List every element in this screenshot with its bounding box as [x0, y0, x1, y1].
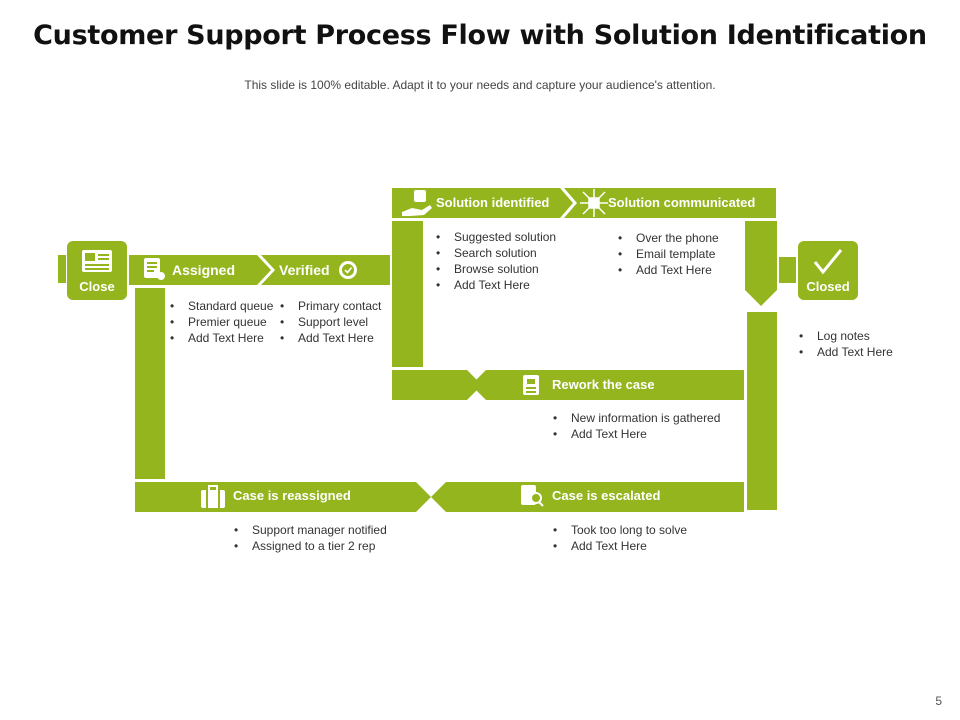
- list-item: Add Text Here: [280, 330, 381, 346]
- verified-band: [261, 255, 390, 285]
- clipboard-icon: [523, 375, 539, 395]
- reassigned-label: Case is reassigned: [233, 488, 351, 503]
- badge-check-icon: [339, 261, 357, 279]
- checkmark-icon: [813, 249, 843, 275]
- verified-bullets: Primary contact Support level Add Text H…: [280, 298, 381, 346]
- list-item: Standard queue: [170, 298, 273, 314]
- newspaper-icon: [82, 250, 112, 272]
- assigned-bullets: Standard queue Premier queue Add Text He…: [170, 298, 273, 346]
- middle-vertical-bar: [392, 221, 423, 367]
- page-title: Customer Support Process Flow with Solut…: [33, 20, 927, 51]
- right-chevron-down: [745, 221, 777, 306]
- escalated-band: [431, 482, 744, 512]
- closed-label: Closed: [806, 279, 850, 294]
- rework-label: Rework the case: [552, 377, 655, 392]
- hand-puzzle-icon: [402, 190, 432, 216]
- list-item: Browse solution: [436, 261, 556, 277]
- list-item: Add Text Here: [799, 344, 893, 360]
- escalated-bullets: Took too long to solve Add Text Here: [553, 522, 687, 554]
- closed-bullets: Log notes Add Text Here: [799, 328, 893, 360]
- solution-communicated-band: [564, 188, 776, 218]
- list-item: Add Text Here: [436, 277, 556, 293]
- solution-identified-band: [392, 188, 573, 218]
- verified-label: Verified: [279, 262, 330, 278]
- list-item: Support manager notified: [234, 522, 387, 538]
- close-label: Close: [79, 279, 115, 294]
- search-document-icon: [521, 485, 544, 507]
- list-item: Suggested solution: [436, 229, 556, 245]
- list-item: Add Text Here: [618, 262, 719, 278]
- list-item: Search solution: [436, 245, 556, 261]
- list-item: Add Text Here: [170, 330, 273, 346]
- list-item: Primary contact: [280, 298, 381, 314]
- solution-identified-bullets: Suggested solution Search solution Brows…: [436, 229, 556, 293]
- list-item: Support level: [280, 314, 381, 330]
- solution-communicated-bullets: Over the phone Email template Add Text H…: [618, 230, 719, 278]
- list-item: Over the phone: [618, 230, 719, 246]
- escalated-label: Case is escalated: [552, 488, 661, 503]
- page-subtitle: This slide is 100% editable. Adapt it to…: [244, 78, 716, 92]
- network-icon: [580, 189, 608, 217]
- list-item: Add Text Here: [553, 538, 687, 554]
- solution-identified-label: Solution identified: [436, 195, 550, 210]
- list-item: Log notes: [799, 328, 893, 344]
- assigned-label: Assigned: [172, 262, 236, 278]
- reassigned-bullets: Support manager notified Assigned to a t…: [234, 522, 387, 554]
- closed-connector: [779, 257, 796, 283]
- list-item: Add Text Here: [553, 426, 720, 442]
- list-item: Email template: [618, 246, 719, 262]
- rework-band: [392, 370, 482, 400]
- closed-node: [798, 241, 858, 300]
- list-item: Premier queue: [170, 314, 273, 330]
- rework-bullets: New information is gathered Add Text Her…: [553, 410, 720, 442]
- rework-band-right: [471, 370, 744, 400]
- close-connector: [58, 255, 66, 283]
- left-vertical-bar: [135, 288, 165, 479]
- list-item: New information is gathered: [553, 410, 720, 426]
- document-icon: [144, 258, 165, 280]
- right-vertical-bar: [747, 312, 777, 510]
- page-number: 5: [935, 694, 942, 708]
- briefcase-icon: [201, 485, 225, 508]
- solution-communicated-label: Solution communicated: [608, 195, 756, 210]
- list-item: Took too long to solve: [553, 522, 687, 538]
- list-item: Assigned to a tier 2 rep: [234, 538, 387, 554]
